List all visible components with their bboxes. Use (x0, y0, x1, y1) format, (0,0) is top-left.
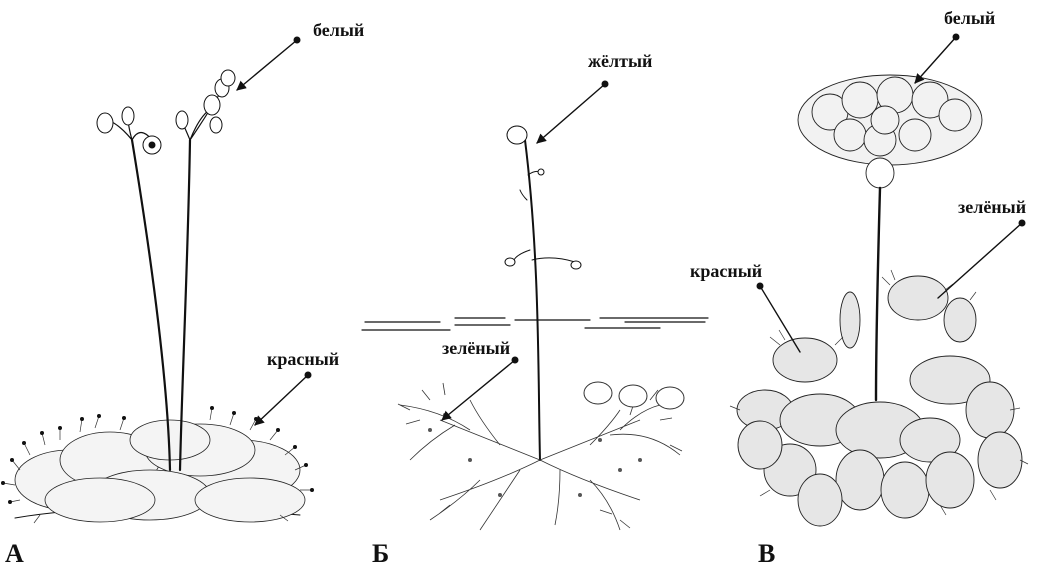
svg-text:красный: красный (690, 261, 762, 281)
label-b-green: зелёный (442, 338, 519, 420)
label-b-yellow: жёлтый (537, 51, 652, 143)
label-a-white: белый (237, 20, 364, 90)
label-c-red: красный (690, 261, 800, 352)
panel-letter-a: А (5, 539, 24, 568)
plant-c-drawing (730, 75, 1028, 526)
panel-letter-b: Б (372, 539, 389, 568)
svg-text:зелёный: зелёный (442, 338, 510, 358)
plant-b-drawing (362, 126, 708, 530)
svg-text:зелёный: зелёный (958, 197, 1026, 217)
svg-text:красный: красный (267, 349, 339, 369)
label-a-red: красный (255, 349, 339, 425)
svg-text:жёлтый: жёлтый (588, 51, 652, 71)
plant-a-drawing (1, 70, 314, 523)
panel-letter-c: В (758, 539, 775, 568)
svg-text:белый: белый (313, 20, 364, 40)
label-c-white: белый (915, 8, 995, 83)
svg-text:белый: белый (944, 8, 995, 28)
label-c-green: зелёный (938, 197, 1026, 298)
